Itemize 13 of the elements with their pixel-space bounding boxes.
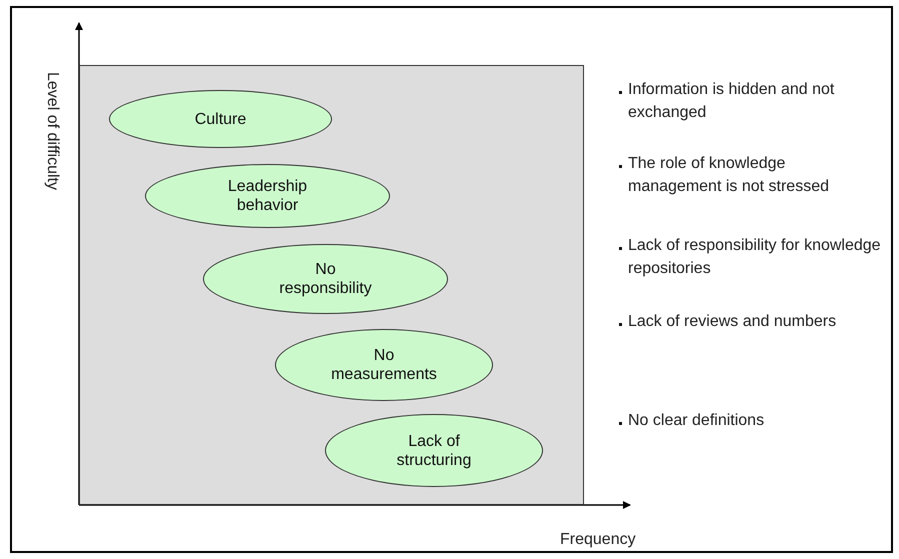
ellipse-label: No responsibility <box>279 260 372 298</box>
chart-area <box>79 65 584 505</box>
bullet-text: Information is hidden and not exchanged <box>616 78 881 124</box>
bullet-text: Lack of reviews and numbers <box>616 310 881 333</box>
axis-label: Level of difficulty <box>43 72 61 190</box>
ellipse-label: Leadership behavior <box>226 177 308 215</box>
bullet-text: Lack of responsibility for knowledge repositories <box>616 234 881 280</box>
ellipse-label: No measurements <box>331 346 437 384</box>
ellipse-label: Culture <box>194 110 248 128</box>
bullet-text: No clear definitions <box>616 409 881 432</box>
ellipse-label: Lack of structuring <box>396 432 472 470</box>
axis-label: Frequency <box>560 531 636 549</box>
bullet-text: The role of knowledge management is not stressed <box>616 152 881 198</box>
